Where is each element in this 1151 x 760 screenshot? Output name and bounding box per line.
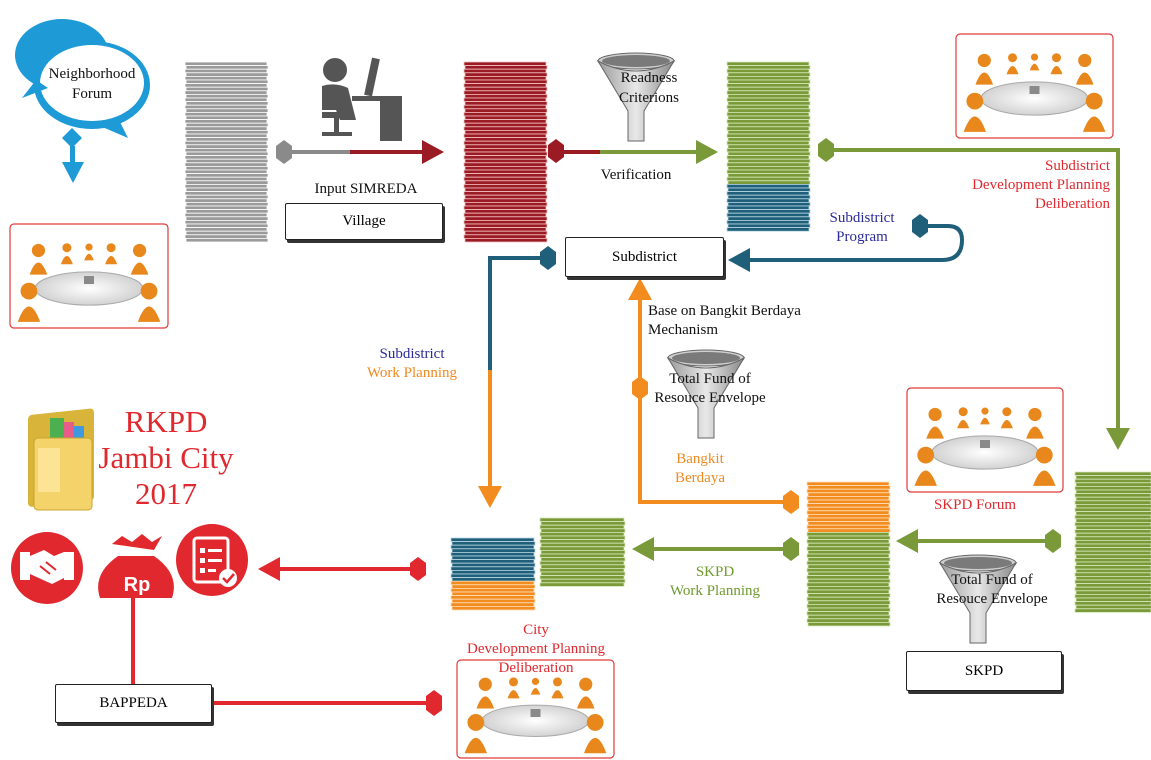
line-1: SKPD — [695, 564, 735, 580]
rkpd-line-1: RKPD — [124, 404, 208, 439]
line-2: Program — [836, 229, 888, 245]
funnel-icon — [596, 52, 676, 142]
arrow-verification — [548, 139, 718, 164]
folder-icon — [28, 408, 94, 511]
line-2: Resouce Envelope — [936, 591, 1048, 607]
arrow-to-skpd-stack — [818, 138, 1130, 450]
skpd-work-planning-label: SKPD Work Planning — [655, 563, 775, 601]
rkpd-line-3: 2017 — [135, 476, 197, 511]
bappeda-node[interactable]: BAPPEDA — [55, 684, 212, 723]
rkpd-line-2: Jambi City — [98, 440, 234, 475]
subdistrict-dev-planning-label: Subdistrict Development Planning Deliber… — [940, 157, 1110, 214]
speech-bubbles-icon — [15, 19, 150, 138]
village-node-text: Village — [342, 213, 386, 229]
line-2: Work Planning — [669, 583, 761, 599]
bangkit-berdaya-label: Bangkit Berdaya — [660, 450, 740, 488]
total-fund-label-2: Total Fund of Resouce Envelope — [922, 571, 1062, 609]
neighborhood-forum-label: Neighborhood Forum — [48, 66, 136, 102]
document-stack-skpd-forum — [806, 481, 891, 627]
line-2: Development Planning — [972, 177, 1110, 193]
subdistrict-program-label: Subdistrict Program — [812, 209, 912, 247]
subdistrict-work-planning-label: Subdistrict Work Planning — [352, 345, 472, 383]
bangkit-mechanism-label: Base on Bangkit Berdaya Mechanism — [648, 302, 838, 340]
bappeda-connectors — [131, 594, 442, 716]
line-2: Berdaya — [675, 470, 725, 486]
document-stack-verified — [463, 61, 548, 243]
connector-down-icon — [62, 128, 84, 183]
arrow-village-to-verified — [276, 140, 444, 164]
total-fund-label-1: Total Fund of Resouce Envelope — [640, 370, 780, 408]
readiness-criterions-label: Readness Criterions — [619, 70, 679, 106]
line-2: Resouce Envelope — [654, 390, 766, 406]
subdistrict-node[interactable]: Subdistrict — [565, 237, 724, 277]
funnel-icon — [666, 349, 746, 439]
line-1: Subdistrict — [829, 210, 895, 226]
funnel-icon — [938, 554, 1018, 644]
line-3: Deliberation — [498, 660, 574, 676]
verification-label: Verification — [600, 167, 672, 183]
line-1: Total Fund of — [951, 572, 1033, 588]
line-1: Subdistrict — [379, 346, 445, 362]
line-2: Work Planning — [366, 365, 458, 381]
arrow-forum-to-city — [632, 537, 799, 561]
line-2: Development Planning — [467, 641, 605, 657]
rkpd-title: RKPD Jambi City 2017 — [86, 404, 246, 512]
line-1: City — [523, 622, 549, 638]
line-2: Mechanism — [648, 322, 718, 338]
city-dev-planning-label: City Development Planning Deliberation — [446, 621, 626, 678]
document-stack-village — [184, 61, 269, 243]
arrow-city-to-rkpd — [258, 557, 426, 581]
arrow-subdistrict-program — [728, 214, 965, 272]
computer-user-icon — [322, 57, 402, 141]
meeting-table-icon — [456, 659, 615, 759]
arrow-skpd-to-forum — [896, 529, 1061, 553]
document-stack-subdistrict — [726, 61, 811, 232]
money-bag-icon: Rp — [98, 534, 174, 598]
subdistrict-node-text: Subdistrict — [611, 248, 677, 265]
handshake-icon — [11, 532, 83, 604]
line-1: Bangkit — [676, 451, 724, 467]
arrow-subdistrict-to-city — [478, 246, 556, 508]
meeting-table-icon — [9, 223, 169, 329]
input-simreda-label: Input SIMREDA — [314, 181, 418, 197]
line-1: Base on Bangkit Berdaya — [648, 303, 801, 319]
meeting-table-icon — [906, 387, 1064, 493]
skpd-forum-label: SKPD Forum — [933, 497, 1017, 513]
rp-label: Rp — [124, 574, 151, 596]
skpd-node[interactable]: SKPD — [906, 651, 1062, 691]
arrow-bangkit-berdaya — [628, 278, 799, 514]
line-1: Subdistrict — [1044, 158, 1110, 174]
checklist-icon — [176, 524, 248, 596]
skpd-node-text: SKPD — [964, 662, 1004, 679]
document-stack-city — [450, 517, 626, 611]
document-stack-skpd — [1074, 471, 1151, 613]
village-node[interactable]: Village — [285, 203, 443, 240]
line-3: Deliberation — [1035, 196, 1110, 212]
line-1: Total Fund of — [669, 371, 751, 387]
meeting-table-icon — [955, 33, 1114, 139]
bappeda-node-text: BAPPEDA — [99, 695, 168, 711]
